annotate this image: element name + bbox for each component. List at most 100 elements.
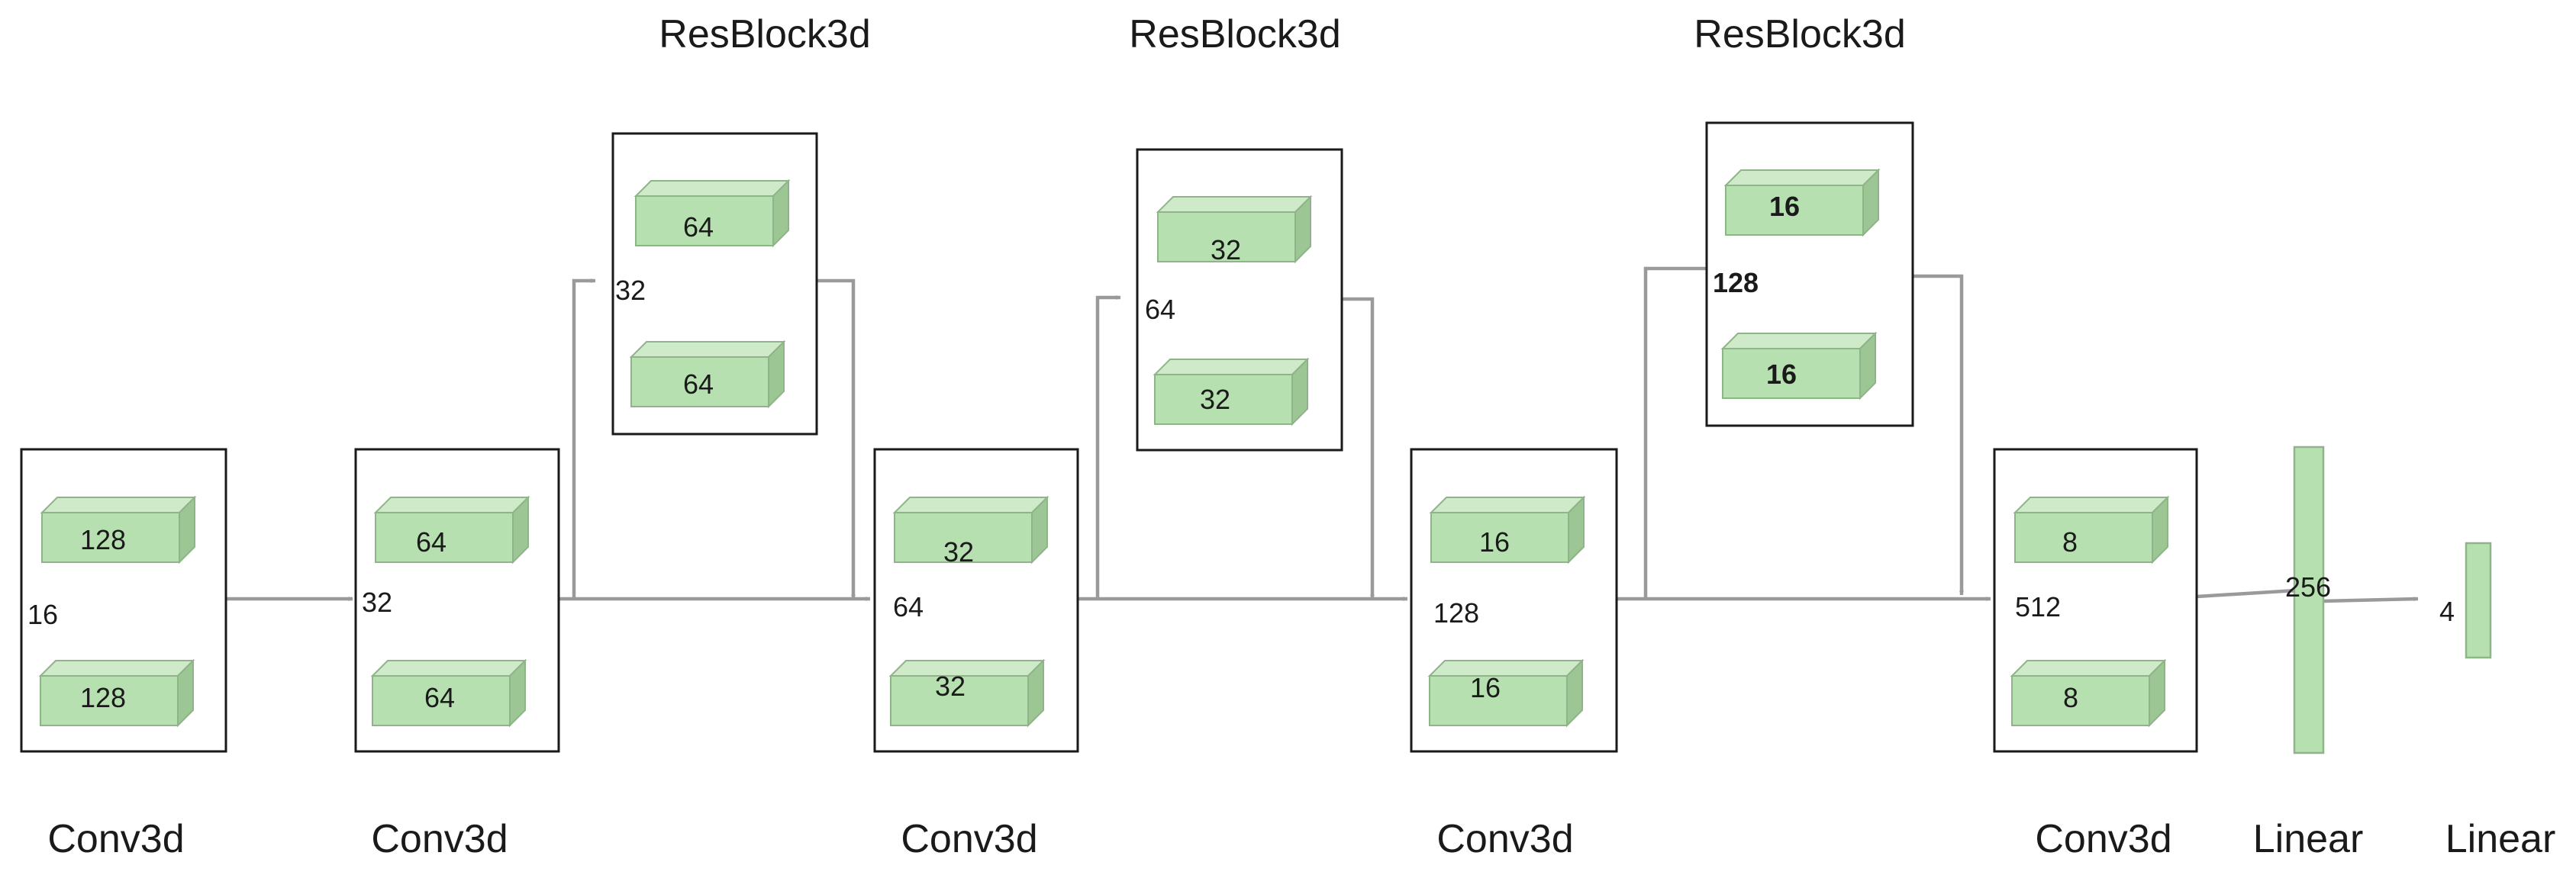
arrow-c5-to-l1 <box>2196 588 2297 599</box>
resblock3d-3-top-cube-top-face <box>1723 169 1881 186</box>
arrow-r3-to-c5 <box>1913 274 1964 596</box>
resblock3d-2-top-cube-front-face <box>1157 211 1296 262</box>
resblock3d-2-bot-cube-front-face <box>1154 374 1293 425</box>
conv3d-5-top-cube-top-face <box>2013 497 2170 513</box>
resblock3d-3-label: ResBlock3d <box>1694 12 1905 56</box>
conv3d-3-bottom-cube: 32 <box>888 658 1046 728</box>
resblock3d-3-top-cube-front-face <box>1725 185 1864 236</box>
arrow-c4-to-r3 <box>1643 266 1724 599</box>
resblock3d-2-side-value: 64 <box>1145 294 1175 325</box>
conv3d-5-top-cube-front-face <box>2014 512 2153 563</box>
resblock3d-3-bot-cube-top-face <box>1720 333 1878 349</box>
linear-bars: 256 4 <box>2285 446 2492 754</box>
conv3d-4-label: Conv3d <box>1436 817 1573 861</box>
resblock3d-2-bot-cube-top-face <box>1153 359 1310 375</box>
conv3d-5-label: Conv3d <box>2035 817 2171 861</box>
conv3d-1-top-cube: 128 <box>40 495 197 565</box>
conv3d-4-top-cube-front-face <box>1430 512 1569 563</box>
conv3d-2-bottom-cube: 64 <box>370 658 527 728</box>
conv3d-3-top-cube-front-face <box>894 512 1033 563</box>
conv3d-3-side-value: 64 <box>893 591 924 622</box>
resblock3d-1-bot-cube-value: 64 <box>683 368 714 400</box>
arrow-l1-to-l2 <box>2323 597 2419 603</box>
conv3d-1-bottom-cube-value: 128 <box>80 682 126 713</box>
linear-bar-1 <box>2293 446 2325 754</box>
resblock3d-1-top-cube-value: 64 <box>683 211 714 243</box>
conv3d-5-bottom-cube-front-face <box>2011 675 2150 726</box>
conv3d-4-top-cube: 16 <box>1429 495 1586 565</box>
resblock3d-2-label: ResBlock3d <box>1129 12 1340 56</box>
conv3d-3-bottom-cube-top-face <box>888 660 1046 677</box>
conv3d-3-bottom-cube-value: 32 <box>935 671 966 702</box>
resblock3d-3-bot-cube: 16 <box>1720 331 1878 400</box>
conv3d-1-top-cube-top-face <box>40 497 197 513</box>
resblock3d-2-top-cube-value: 32 <box>1211 234 1241 265</box>
conv3d-2-top-cube-front-face <box>375 512 514 563</box>
resblock3d-1-label: ResBlock3d <box>659 12 870 56</box>
conv3d-4-bottom-cube: 16 <box>1427 658 1585 728</box>
resblock3d-1-bot-cube-top-face <box>629 341 786 358</box>
conv3d-4-bottom-cube-top-face <box>1427 660 1585 677</box>
conv3d-1-label: Conv3d <box>47 817 184 861</box>
conv3d-5-bottom-cube-value: 8 <box>2063 682 2078 713</box>
conv3d-5-side-value: 512 <box>2015 591 2061 622</box>
conv3d-4-bottom-cube-value: 16 <box>1470 672 1501 703</box>
conv3d-5-bottom-cube: 8 <box>2010 658 2167 728</box>
resblock3d-3-bot-cube-front-face <box>1722 348 1861 399</box>
linear-1-value: 256 <box>2285 571 2331 603</box>
arrow-c2-to-r1 <box>572 278 596 599</box>
conv3d-2-side-value: 32 <box>362 587 392 618</box>
resblock3d-1-top-cube-front-face <box>635 195 774 246</box>
resblock3d-2-top-cube-top-face <box>1156 196 1313 213</box>
resblock3d-3-top-cube: 16 <box>1723 168 1881 237</box>
conv3d-4-top-cube-value: 16 <box>1479 526 1510 558</box>
conv3d-3-top-cube-top-face <box>892 497 1049 513</box>
conv3d-2-bottom-cube-top-face <box>370 660 527 677</box>
conv3d-4-bottom-cube-front-face <box>1429 675 1568 726</box>
resblock3d-1-top-cube-top-face <box>634 180 791 197</box>
resblock3d-3-side-value: 128 <box>1713 267 1759 298</box>
conv3d-2-label: Conv3d <box>371 817 508 861</box>
conv3d-2-top-cube-top-face <box>373 497 530 513</box>
conv3d-2-top-cube: 64 <box>373 495 530 565</box>
conv3d-4-side-value: 128 <box>1433 597 1479 629</box>
conv3d-1-bottom-cube: 128 <box>38 658 195 728</box>
connections <box>226 266 2419 603</box>
conv3d-5-bottom-cube-top-face <box>2010 660 2167 677</box>
conv3d-1-top-cube-value: 128 <box>80 524 126 555</box>
conv3d-3-label: Conv3d <box>901 817 1037 861</box>
arrow-r2-to-c4 <box>1342 297 1375 600</box>
arrow-c3-to-r2 <box>1095 295 1121 599</box>
conv3d-4-top-cube-top-face <box>1429 497 1586 513</box>
linear-bar-2 <box>2465 542 2492 659</box>
block-name-labels: ResBlock3d ResBlock3d ResBlock3d Conv3d … <box>47 12 2555 861</box>
conv3d-3-bottom-cube-front-face <box>890 675 1029 726</box>
resblock3d-2-bot-cube: 32 <box>1153 357 1310 426</box>
resblock3d-2-top-cube: 32 <box>1156 195 1313 265</box>
conv3d-1-bottom-cube-front-face <box>40 675 179 726</box>
linear-2-label: Linear <box>2445 817 2556 861</box>
resblock3d-1-bot-cube-front-face <box>630 356 769 407</box>
resblock3d-1-bot-cube: 64 <box>629 339 786 409</box>
resblock3d-2-bot-cube-value: 32 <box>1200 384 1230 415</box>
linear-2-value: 4 <box>2439 596 2455 627</box>
linear-1-label: Linear <box>2253 817 2364 861</box>
side-labels: 16 32 32 64 64 128 128 512 <box>27 267 2061 630</box>
conv3d-5-top-cube: 8 <box>2013 495 2170 565</box>
conv3d-1-side-value: 16 <box>27 599 58 630</box>
conv3d-5-top-cube-value: 8 <box>2062 526 2078 558</box>
conv3d-3-top-cube: 32 <box>892 495 1049 568</box>
feature-cubes: 128 128 64 64 64 64 32 32 32 32 16 16 16 16 8 8 <box>38 168 2170 728</box>
resblock3d-1-top-cube: 64 <box>634 179 791 248</box>
conv3d-1-bottom-cube-top-face <box>38 660 195 677</box>
resblock3d-3-bot-cube-value: 16 <box>1766 359 1797 390</box>
resblock3d-1-side-value: 32 <box>615 275 646 306</box>
arrow-r1-to-c3 <box>817 278 856 600</box>
conv3d-2-bottom-cube-front-face <box>372 675 511 726</box>
conv3d-2-top-cube-value: 64 <box>416 526 447 558</box>
resblock3d-3-top-cube-value: 16 <box>1769 191 1800 222</box>
conv3d-2-bottom-cube-value: 64 <box>424 682 455 713</box>
conv3d-1-top-cube-front-face <box>41 512 180 563</box>
conv3d-3-top-cube-value: 32 <box>943 536 974 568</box>
